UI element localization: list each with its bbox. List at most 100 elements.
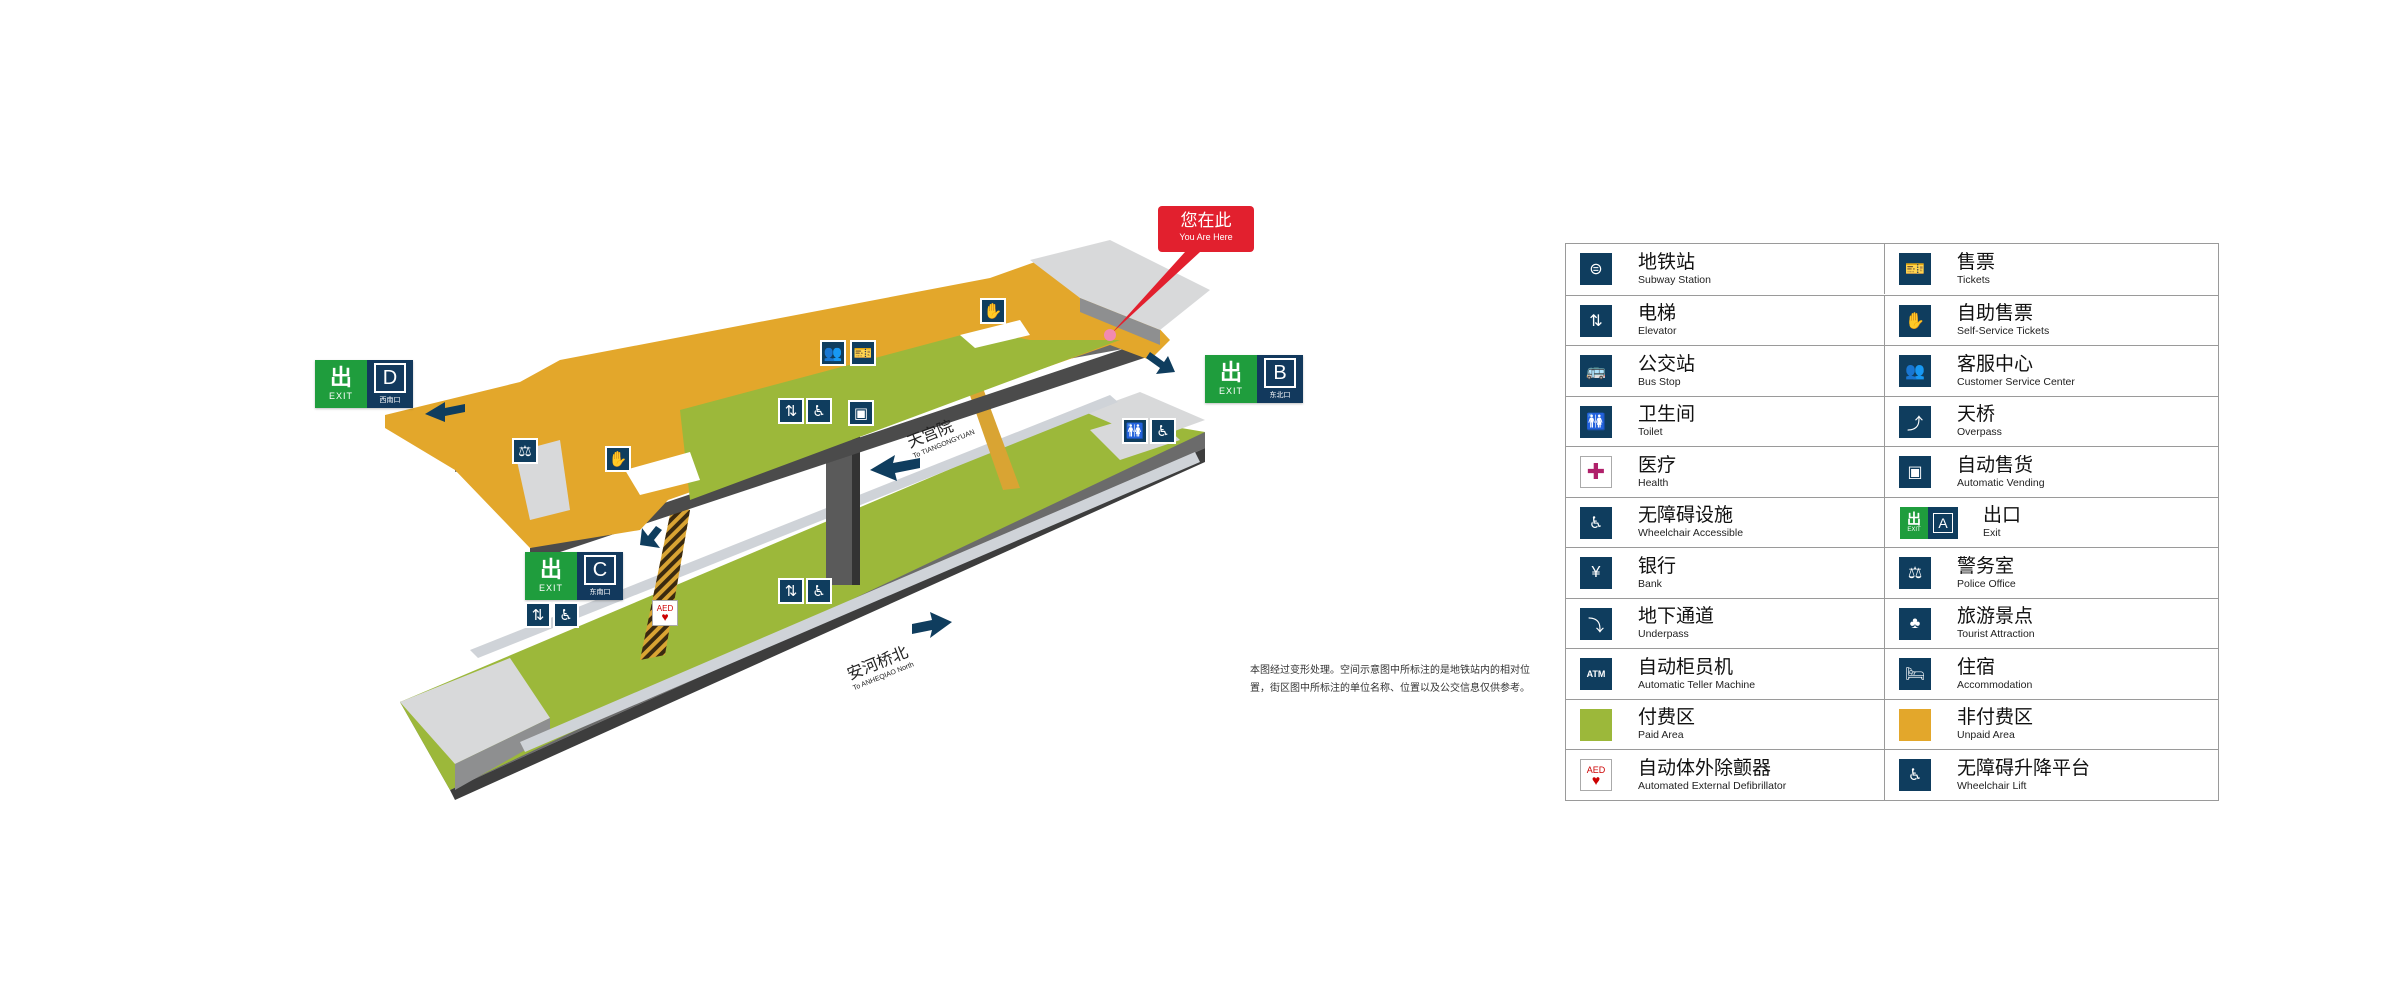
you-are-here-label: 您在此 You Are Here xyxy=(1158,206,1254,252)
legend-label-zh: 天桥 xyxy=(1957,404,1996,426)
paid-area-swatch xyxy=(1580,708,1612,741)
arrow-south xyxy=(912,612,952,638)
legend-label-en: Accommodation xyxy=(1957,678,2033,691)
you-are-here-dot xyxy=(1104,329,1116,341)
legend-label-en: Tickets xyxy=(1957,273,1990,286)
platform-end-left-side xyxy=(455,718,550,790)
vending-icon: ▣ xyxy=(848,400,874,426)
pillar-shade xyxy=(852,435,860,585)
police-icon: ⚖ xyxy=(512,438,538,464)
legend-label-en: Wheelchair Lift xyxy=(1957,779,2027,792)
legend-label-zh: 自动柜员机 xyxy=(1638,656,1734,678)
legend-label-en: Health xyxy=(1638,476,1669,489)
arrow-exit-c xyxy=(640,526,662,548)
aed-icon: AED♥ xyxy=(1580,759,1612,792)
legend-label-zh: 电梯 xyxy=(1638,303,1677,325)
arrow-exit-d xyxy=(425,402,465,422)
legend-label-zh: 住宿 xyxy=(1957,656,1996,678)
exit-sub: 东南口 xyxy=(589,589,611,596)
void-right xyxy=(960,320,1030,348)
tourist-icon: ♣ xyxy=(1899,607,1931,640)
legend-label-zh: 自动体外除颤器 xyxy=(1638,757,1772,779)
elevator-icon: ⇅ xyxy=(778,398,804,424)
exit-letter: A xyxy=(1933,512,1953,533)
atm-text: ATM xyxy=(1586,669,1606,680)
legend-label-en: Automated External Defibrillator xyxy=(1638,779,1787,792)
exit-word: EXIT xyxy=(1218,386,1243,396)
legend-label-en: Self-Service Tickets xyxy=(1957,325,2050,338)
you-are-here-pointer xyxy=(1110,252,1200,335)
legend-label-zh: 无障碍设施 xyxy=(1638,505,1734,527)
elevator-icon: ⇅ xyxy=(1580,304,1612,337)
heart-icon: ♥ xyxy=(661,610,669,624)
self-service-tickets-icon: ✋ xyxy=(980,298,1006,324)
block-right xyxy=(1030,240,1210,330)
subway-icon: ⊜ xyxy=(1580,253,1612,285)
legend-label-zh: 警务室 xyxy=(1957,555,2015,577)
block-right-side xyxy=(1080,298,1160,345)
legend-label-zh: 公交站 xyxy=(1638,353,1696,375)
arrow-exit-b xyxy=(1146,352,1175,374)
exit-letter-panel: A xyxy=(1928,506,1958,539)
elevator-icon: ⇅ xyxy=(525,602,551,628)
disclaimer-note: 本图经过变形处理。空间示意图中所标注的是地铁站内的相对位置，街区图中所标注的单位… xyxy=(1250,665,1530,694)
toilet-icon: 🚻 xyxy=(1122,418,1148,444)
aed-text: AED xyxy=(1586,765,1606,776)
accommodation-icon: 🛏 xyxy=(1899,658,1931,691)
legend-label-zh: 客服中心 xyxy=(1957,353,2034,375)
you-are-here-zh: 您在此 xyxy=(1180,211,1232,230)
wheelchair-icon: ♿ xyxy=(1150,418,1176,444)
you-are-here-en: You Are Here xyxy=(1179,232,1233,242)
legend-label-en: Subway Station xyxy=(1638,273,1711,286)
legend-label-en: Overpass xyxy=(1957,426,2002,439)
legend-label-en: Toilet xyxy=(1638,426,1663,439)
legend-label-en: Wheelchair Accessible xyxy=(1638,527,1744,540)
legend-label-zh: 地下通道 xyxy=(1638,606,1715,628)
wheelchair-icon: ♿ xyxy=(553,602,579,628)
train-bottom xyxy=(520,452,1200,752)
exit-letter: D xyxy=(374,363,406,393)
heart-icon: ♥ xyxy=(1591,772,1601,789)
elevator-icon: ⇅ xyxy=(778,578,804,604)
legend-label-en: Bus Stop xyxy=(1638,375,1681,388)
legend-label-zh: 自动售货 xyxy=(1957,454,2034,476)
health-icon: ✚ xyxy=(1580,456,1612,489)
wheelchair-icon: ♿ xyxy=(1580,506,1612,539)
concourse-paid-area xyxy=(680,330,1120,500)
legend-label-zh: 卫生间 xyxy=(1638,404,1696,426)
wheelchair-lift-icon: ♿ xyxy=(1899,759,1931,792)
